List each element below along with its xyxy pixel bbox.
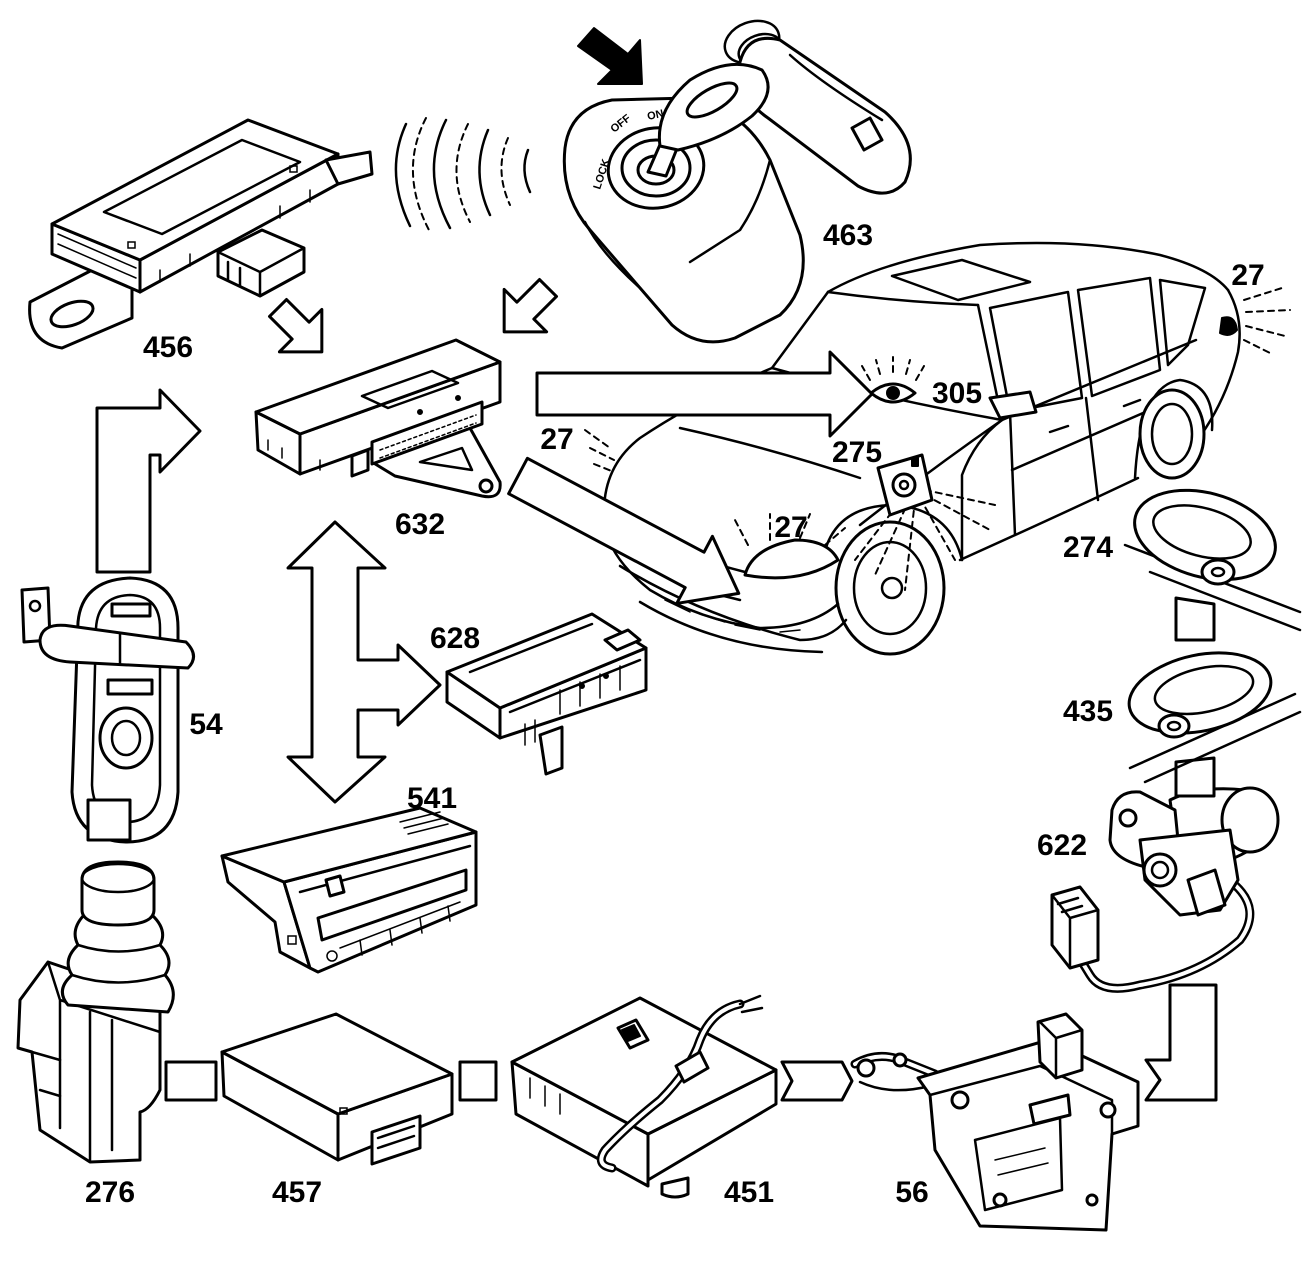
callout-622: 622 [1037, 829, 1087, 862]
key-hole [685, 81, 739, 119]
boot [60, 913, 175, 1014]
vehicle: 27 305 275 27 27 [540, 241, 1291, 656]
handle-274: 274 [1063, 488, 1302, 632]
callout-27-hood: 27 [540, 423, 573, 456]
connector [538, 725, 564, 776]
callout-463: 463 [823, 219, 873, 252]
switch-275 [876, 453, 934, 517]
switch-lever [38, 623, 195, 670]
link-arrow-451-56 [780, 1060, 854, 1102]
roof [826, 241, 1230, 294]
callout-27-rear: 27 [1231, 259, 1264, 292]
actuator-622: 622 [1037, 786, 1280, 993]
ignition-switch-463: LOCK OFF ON 463 [562, 19, 912, 344]
callout-456: 456 [143, 331, 193, 364]
latch [973, 1116, 1064, 1212]
rear-wheel [1138, 388, 1206, 480]
selector-276: 276 [16, 860, 175, 1209]
lock-cylinder [1157, 713, 1191, 739]
module-top-face [50, 118, 340, 262]
module-628: 628 [430, 612, 648, 776]
callout-628: 628 [430, 622, 480, 655]
callout-56: 56 [895, 1176, 928, 1209]
lock-56: 56 [850, 1012, 1140, 1232]
switch-54: 54 [20, 576, 223, 844]
module-457: 457 [220, 1012, 454, 1209]
connector [1036, 1012, 1084, 1080]
radio-waves-icon [394, 117, 532, 233]
bracket [370, 426, 502, 499]
callout-541: 541 [407, 782, 457, 815]
solid-arrow-icon [577, 27, 643, 85]
marking-on: ON [646, 108, 665, 123]
callout-54: 54 [189, 708, 223, 741]
headlamp [743, 538, 840, 580]
eye-icon [861, 356, 925, 404]
callout-632: 632 [395, 508, 445, 541]
link-square-457-451 [458, 1060, 498, 1102]
flow-arrow-456-to-632 [268, 298, 324, 354]
module-end-tab [324, 150, 374, 186]
sunroof [890, 258, 1032, 302]
handle-bezel [1127, 651, 1273, 735]
front-door-window [988, 290, 1084, 414]
flow-arrow-632-to-305 [535, 350, 874, 438]
callout-276: 276 [85, 1176, 135, 1209]
module-632: 632 [254, 338, 502, 541]
module-451: 451 [510, 994, 778, 1209]
flow-arrow-54-to-632 [95, 388, 202, 574]
callout-274: 274 [1063, 531, 1113, 564]
callout-457: 457 [272, 1176, 322, 1209]
label-plate [102, 138, 302, 236]
quarter-window [1158, 278, 1207, 367]
handle-bezel [1133, 488, 1277, 582]
hood-lamp-rays [584, 429, 615, 473]
rear-lamp-rays [1243, 287, 1291, 355]
flow-arrow-463-to-632 [502, 278, 558, 334]
module-456: 456 [28, 118, 374, 364]
callout-435: 435 [1063, 695, 1113, 728]
flow-arrow-632-to-27 [507, 456, 741, 605]
headlamp-rays [734, 513, 846, 546]
knob [80, 860, 156, 927]
label-plate [360, 369, 460, 410]
tail-lamp [1219, 316, 1238, 336]
link-square-54-276 [86, 798, 132, 842]
lock-cylinder [1200, 558, 1236, 586]
sill [958, 476, 1140, 562]
display-541: 541 [220, 782, 478, 974]
side-mirror [988, 390, 1038, 420]
callout-275: 275 [832, 436, 882, 469]
link-arrow-622-56 [1144, 983, 1218, 1102]
link-square-276-457 [164, 1060, 218, 1102]
switch-275-rays [854, 489, 996, 591]
front-wheel [834, 520, 946, 656]
callout-27-front: 27 [774, 511, 807, 544]
display-window [316, 868, 468, 942]
callout-451: 451 [724, 1176, 774, 1209]
link-block-274-435 [1174, 596, 1216, 642]
link-block-435-622 [1174, 756, 1216, 798]
callout-305: 305 [932, 377, 982, 410]
fob-button [850, 116, 884, 152]
a-pillar-left [770, 290, 830, 370]
cable-connector [674, 1050, 710, 1084]
rear-door-window [1076, 276, 1162, 398]
lock-cylinder [98, 706, 154, 770]
mounting-hole [49, 299, 95, 329]
handle-435: 435 [1063, 651, 1302, 784]
flow-arrow-632-541-628 [286, 520, 442, 804]
cable-plug [1050, 885, 1100, 970]
